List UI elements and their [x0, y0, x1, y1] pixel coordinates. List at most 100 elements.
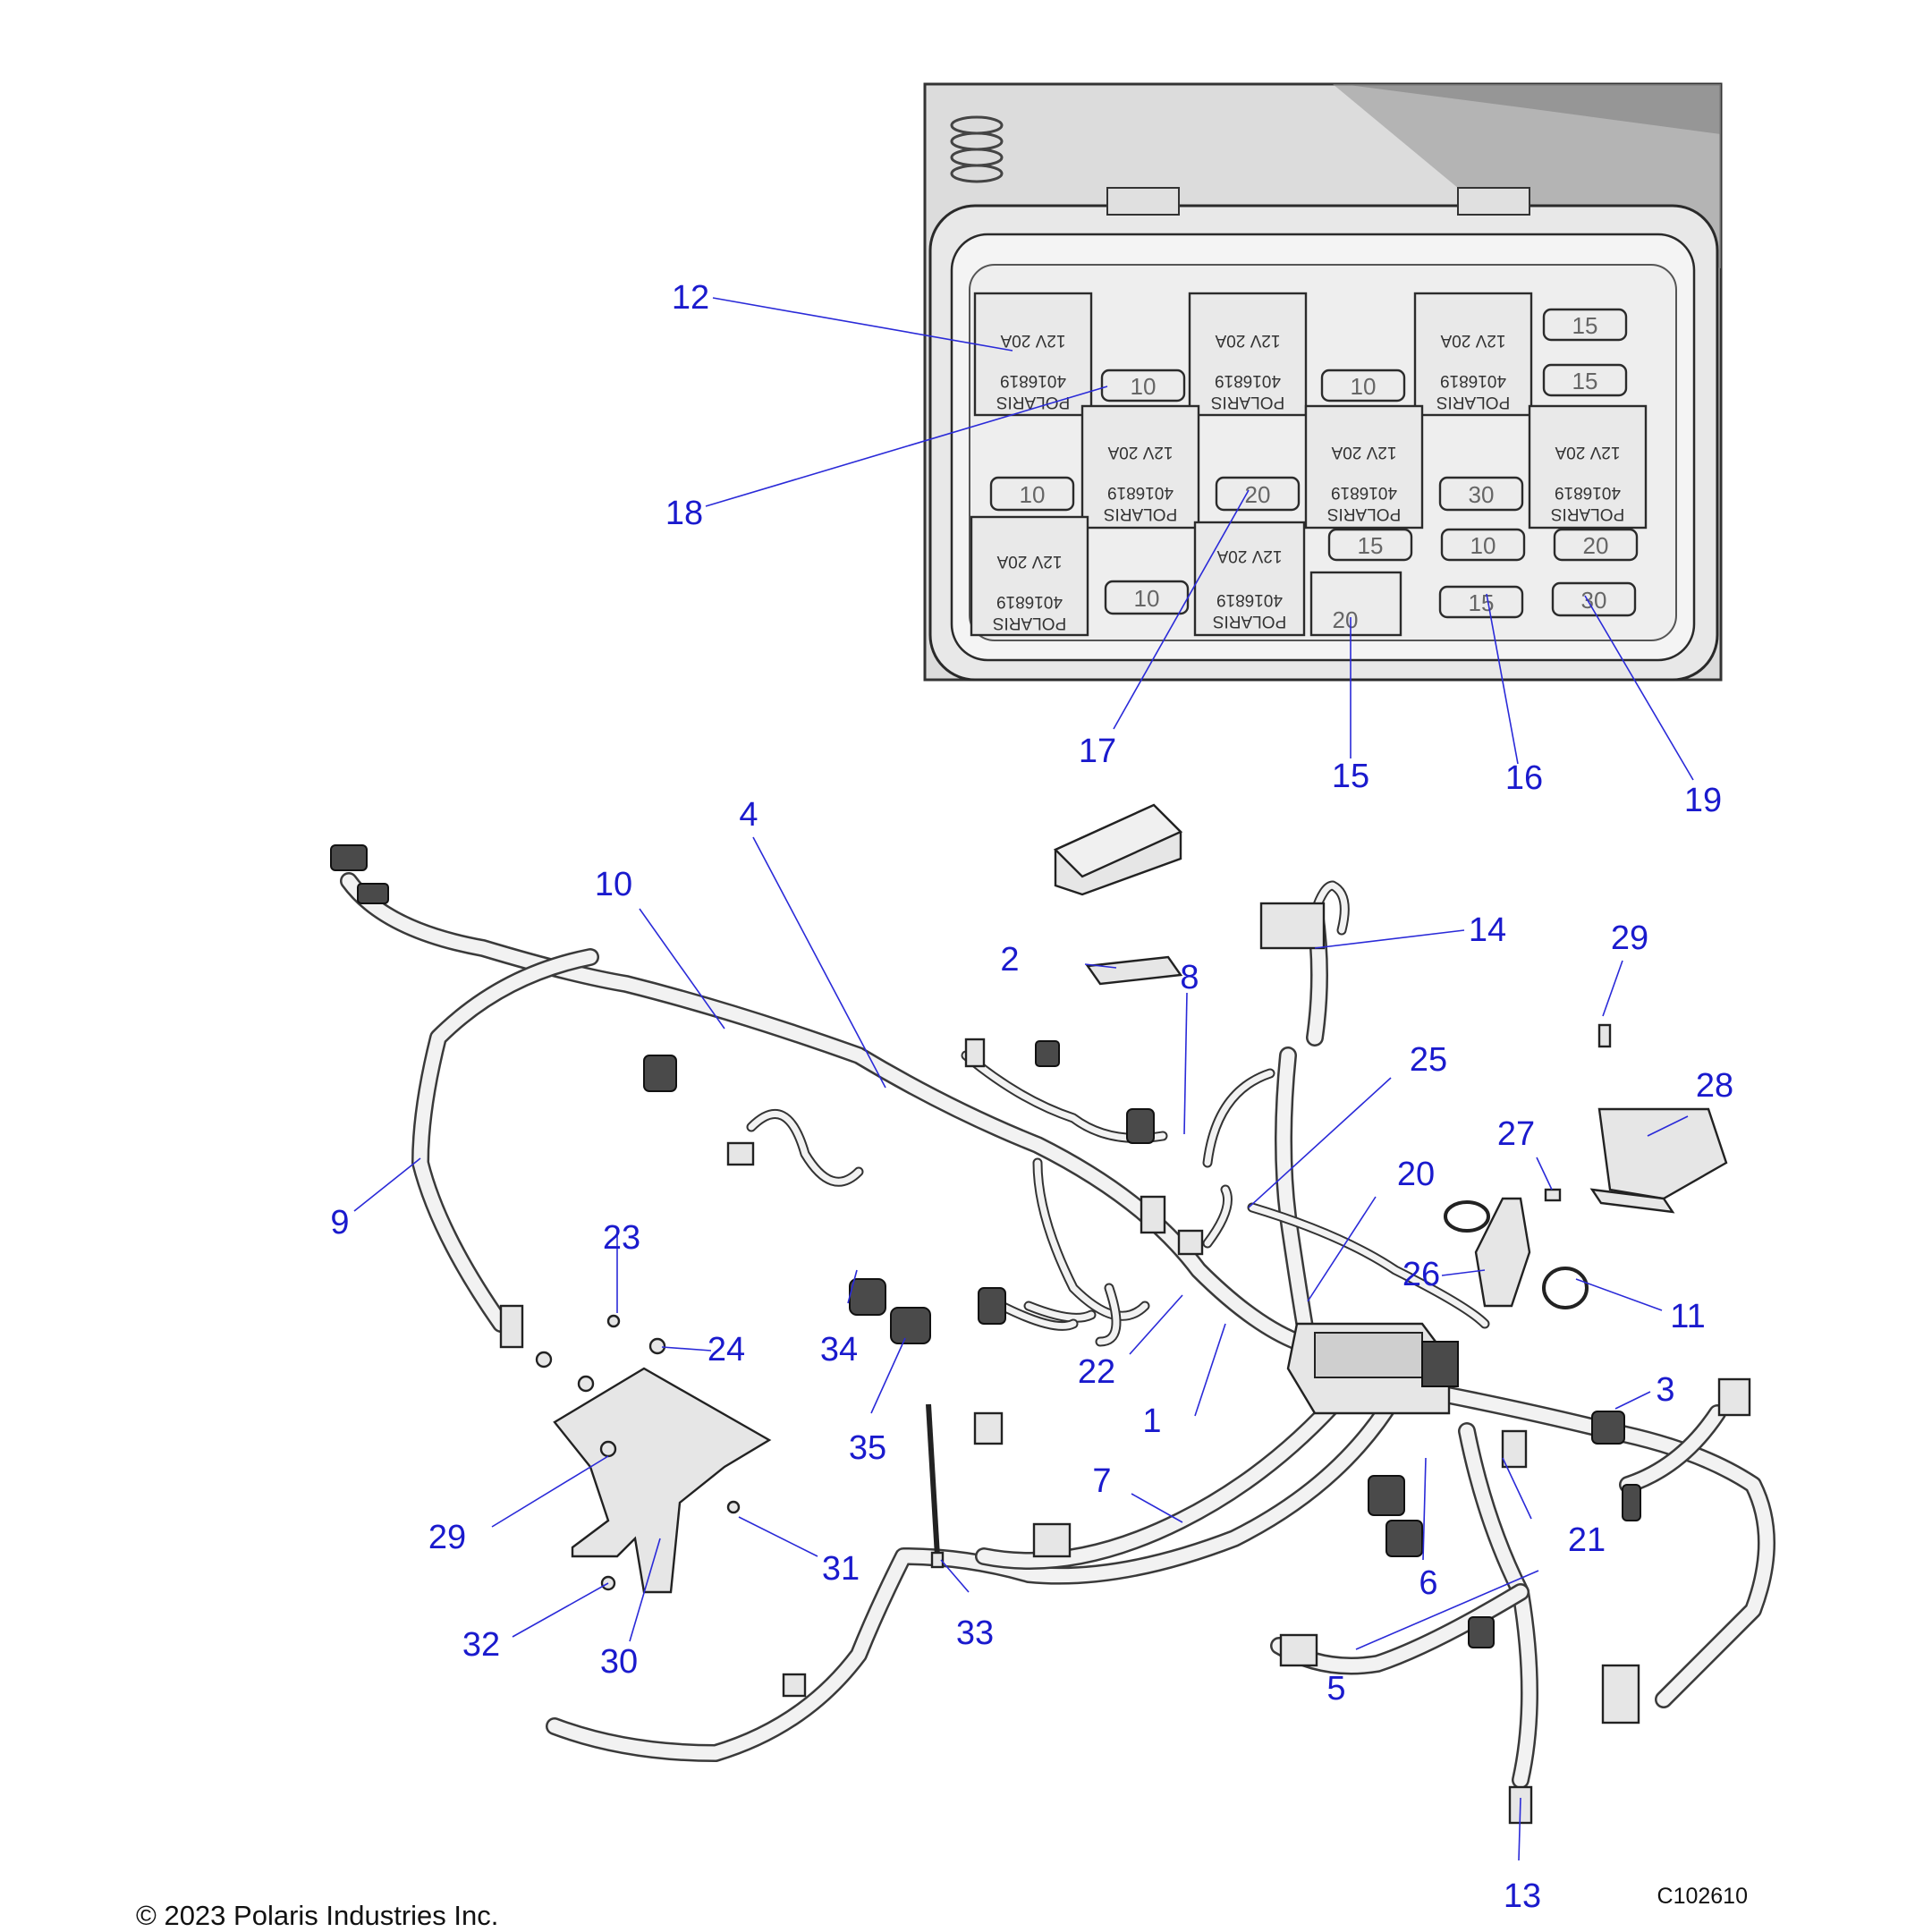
callout-26: 26 [1402, 1256, 1440, 1293]
relay: 12V 20A 4016819 POLARIS [1304, 404, 1424, 530]
relay: 12V 20A 4016819 POLARIS [973, 292, 1093, 417]
svg-text:15: 15 [1572, 312, 1598, 339]
callout-8: 8 [1180, 959, 1199, 996]
fuse: 10 [1440, 528, 1526, 562]
svg-text:20: 20 [1245, 481, 1271, 508]
screw-27 [1544, 1188, 1562, 1202]
relay: 12V 20A 4016819 POLARIS [1413, 292, 1533, 417]
callout-34: 34 [820, 1331, 858, 1368]
cable-tie-33 [926, 1403, 945, 1569]
svg-text:10: 10 [1134, 585, 1160, 612]
plug-34 [849, 1278, 886, 1316]
svg-text:10: 10 [1020, 481, 1046, 508]
fuse: 20 [1553, 528, 1639, 562]
callout-5: 5 [1326, 1670, 1345, 1707]
svg-text:30: 30 [1581, 587, 1607, 614]
svg-text:20: 20 [1333, 606, 1359, 633]
harness-fuse-box [1286, 1322, 1459, 1415]
svg-text:12V 20A: 12V 20A [996, 552, 1062, 571]
svg-text:4016819: 4016819 [1555, 483, 1621, 502]
fuse: 15 [1327, 528, 1413, 562]
svg-text:12V 20A: 12V 20A [1555, 443, 1620, 462]
callout-15: 15 [1332, 758, 1369, 795]
callout-18: 18 [665, 495, 703, 532]
callout-14: 14 [1469, 911, 1506, 949]
svg-text:POLARIS: POLARIS [1551, 504, 1624, 523]
fuse: 10 [1100, 369, 1186, 402]
relay: 12V 20A 4016819 POLARIS [970, 515, 1089, 637]
fuse: 10 [989, 476, 1075, 512]
svg-text:15: 15 [1572, 368, 1598, 394]
callout-31: 31 [822, 1550, 860, 1588]
fuse: 15 [1542, 363, 1628, 397]
relay: 12V 20A 4016819 POLARIS [1528, 404, 1648, 530]
svg-text:12V 20A: 12V 20A [1107, 443, 1173, 462]
bracket-30 [553, 1367, 772, 1594]
callout-numbers: 12 18 17 15 16 19 4 10 2 8 14 29 25 28 2… [330, 279, 1733, 1915]
callout-12: 12 [672, 279, 709, 317]
svg-text:POLARIS: POLARIS [1104, 504, 1177, 523]
callout-25: 25 [1410, 1041, 1447, 1079]
fuse: 20 [1215, 476, 1301, 512]
callout-24: 24 [708, 1331, 745, 1368]
callout-23: 23 [603, 1219, 640, 1257]
svg-text:4016819: 4016819 [1000, 371, 1066, 390]
svg-text:4016819: 4016819 [996, 592, 1063, 611]
svg-text:POLARIS: POLARIS [1436, 393, 1510, 411]
fuse-box-cover [1053, 803, 1183, 896]
svg-text:15: 15 [1358, 532, 1384, 559]
bracket-26 [1444, 1197, 1531, 1308]
svg-text:POLARIS: POLARIS [996, 393, 1070, 411]
harness-connectors [330, 844, 1751, 1825]
callout-30: 30 [600, 1643, 638, 1681]
svg-text:12V 20A: 12V 20A [1331, 443, 1396, 462]
fuse: 10 [1104, 580, 1190, 615]
callout-17: 17 [1079, 733, 1116, 770]
svg-text:4016819: 4016819 [1331, 483, 1397, 502]
bracket-fasteners [535, 1314, 741, 1591]
svg-text:10: 10 [1470, 532, 1496, 559]
svg-text:12V 20A: 12V 20A [1215, 331, 1280, 350]
svg-text:POLARIS: POLARIS [993, 614, 1066, 632]
callout-10: 10 [595, 866, 632, 903]
callout-3: 3 [1656, 1371, 1674, 1409]
callout-2: 2 [1000, 941, 1019, 979]
svg-text:20: 20 [1583, 532, 1609, 559]
callout-13: 13 [1504, 1877, 1541, 1915]
svg-text:10: 10 [1351, 373, 1377, 400]
fuse: 30 [1551, 581, 1637, 617]
callout-9: 9 [330, 1204, 349, 1241]
svg-text:12V 20A: 12V 20A [1216, 547, 1282, 565]
svg-text:4016819: 4016819 [1215, 371, 1281, 390]
spring-coil [950, 115, 1004, 183]
leader-lines [353, 297, 1694, 1861]
svg-text:POLARIS: POLARIS [1213, 612, 1286, 631]
callout-11: 11 [1670, 1298, 1705, 1335]
svg-text:POLARIS: POLARIS [1327, 504, 1401, 523]
callout-7: 7 [1092, 1462, 1111, 1500]
svg-text:POLARIS: POLARIS [1211, 393, 1284, 411]
relay: 12V 20A 4016819 POLARIS [1193, 521, 1306, 637]
callout-29b: 29 [428, 1519, 466, 1556]
tie-11 [1542, 1267, 1589, 1309]
callout-6: 6 [1419, 1564, 1437, 1602]
callout-32: 32 [462, 1626, 500, 1664]
fuse: 15 [1542, 308, 1628, 342]
cover-plate-28 [1589, 1107, 1728, 1214]
plug-35 [890, 1307, 931, 1344]
svg-text:4016819: 4016819 [1440, 371, 1506, 390]
callout-29a: 29 [1611, 919, 1648, 957]
callout-4: 4 [739, 796, 758, 834]
callout-33: 33 [956, 1614, 994, 1652]
svg-text:4016819: 4016819 [1107, 483, 1174, 502]
callout-35: 35 [849, 1429, 886, 1467]
callout-1: 1 [1142, 1402, 1161, 1440]
svg-text:10: 10 [1131, 373, 1157, 400]
illustration-code: C102610 [1657, 1884, 1748, 1909]
callout-27: 27 [1497, 1115, 1535, 1153]
svg-text:30: 30 [1469, 481, 1495, 508]
callout-16: 16 [1505, 759, 1543, 797]
main-harness [340, 872, 1775, 1789]
callout-19: 19 [1684, 782, 1722, 819]
relay: 12V 20A 4016819 POLARIS [1080, 404, 1200, 530]
